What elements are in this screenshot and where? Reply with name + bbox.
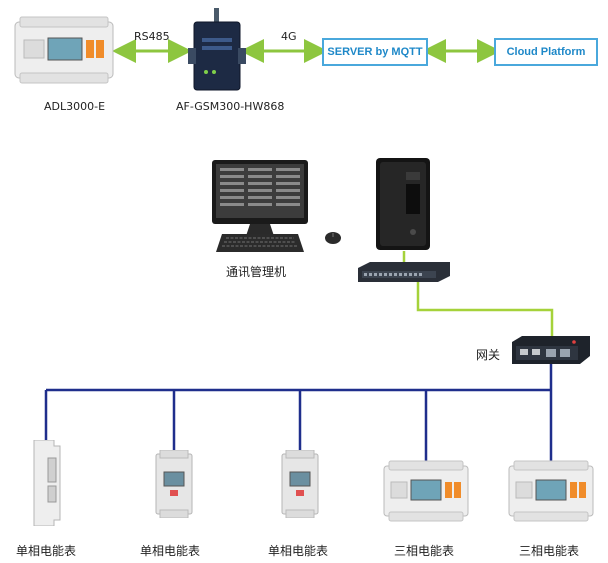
pc-label: 通讯管理机 [226, 265, 287, 279]
rs485-bus [44, 362, 553, 462]
meter-label-4: 三相电能表 [394, 544, 455, 558]
gateway-device-icon [512, 336, 590, 364]
single-phase-meter-icon [155, 450, 193, 518]
meter-label: ADL3000-E [44, 100, 106, 113]
cloud-platform-box: Cloud Platform [494, 38, 598, 66]
4g-gateway-icon [188, 8, 246, 91]
network-switch-icon [358, 262, 450, 282]
mqtt-server-box: SERVER by MQTT [322, 38, 428, 66]
switch-gateway-link [402, 251, 554, 336]
three-phase-meter-icon [508, 460, 594, 522]
rs485-label: RS485 [134, 30, 170, 43]
gateway-label: 网关 [476, 348, 501, 362]
gateway-model-label: AF-GSM300-HW868 [176, 100, 285, 113]
keyboard-icon [216, 234, 304, 252]
mouse-icon [325, 232, 341, 244]
meter-label-1: 单相电能表 [16, 544, 77, 558]
meter-label-2: 单相电能表 [140, 544, 201, 558]
single-phase-meter-icon [33, 440, 61, 526]
single-phase-meter-icon [281, 450, 319, 518]
three-phase-meter-icon [383, 460, 469, 522]
three-phase-meter-icon [14, 16, 114, 84]
server-tower-icon [376, 158, 430, 250]
meter-label-3: 单相电能表 [268, 544, 329, 558]
meter-label-5: 三相电能表 [519, 544, 580, 558]
4g-label: 4G [281, 30, 297, 43]
